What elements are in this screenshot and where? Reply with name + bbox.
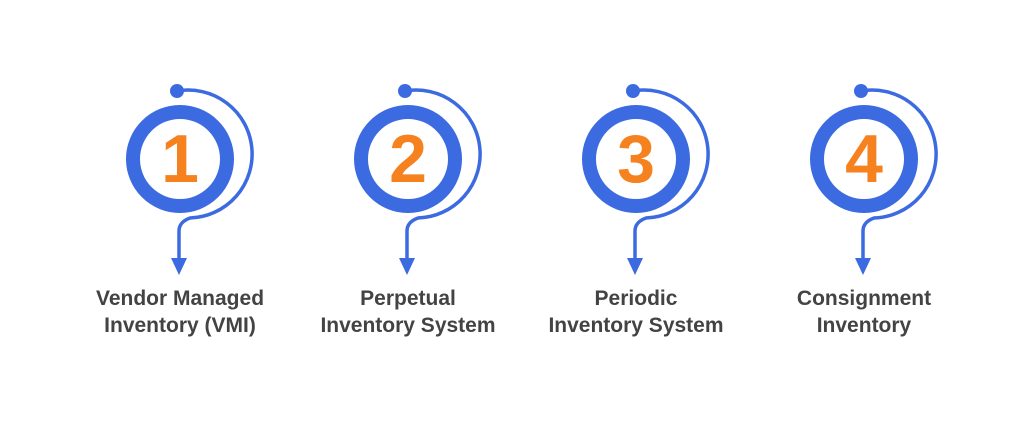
step-number: 2 xyxy=(389,121,427,197)
step-title: Perpetual Inventory System xyxy=(320,287,496,338)
step-node-1: 1 xyxy=(100,81,260,281)
step-item-3: 3 Periodic Inventory System xyxy=(522,81,750,340)
step-number: 1 xyxy=(161,121,199,197)
step-number: 4 xyxy=(845,121,883,197)
step-node-3: 3 xyxy=(556,81,716,281)
step-item-2: 2 Perpetual Inventory System xyxy=(294,81,522,340)
step-title: Vendor Managed Inventory (VMI) xyxy=(95,287,265,338)
step-title: Consignment Inventory xyxy=(796,287,932,338)
step-title: Periodic Inventory System xyxy=(548,287,724,338)
step-item-4: 4 Consignment Inventory xyxy=(750,81,978,340)
step-node-4: 4 xyxy=(784,81,944,281)
step-number: 3 xyxy=(617,121,655,197)
inventory-types-diagram: 1 Vendor Managed Inventory (VMI) 2 Perpe… xyxy=(66,0,1024,340)
step-node-2: 2 xyxy=(328,81,488,281)
step-item-1: 1 Vendor Managed Inventory (VMI) xyxy=(66,81,294,340)
